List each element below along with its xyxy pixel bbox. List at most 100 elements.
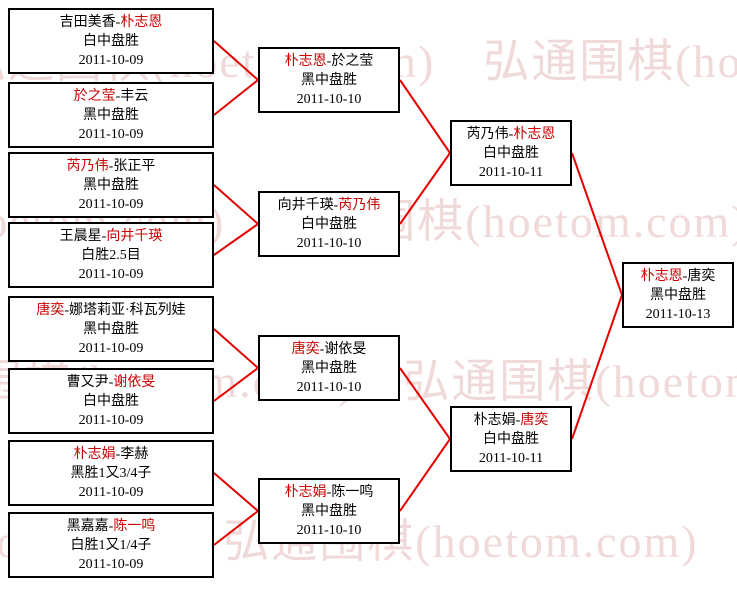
connector-line [213,223,259,256]
player-name: 朴志娟 [284,484,327,500]
match-result: 白中盘胜 [483,145,539,161]
player-name: 黑嘉嘉 [66,518,109,534]
player-name: 朴志娟 [473,412,516,428]
match-box: 唐奕-谢依旻 黑中盘胜 2011-10-10 [258,335,400,401]
match-result: 白中盘胜 [483,431,539,447]
match-date: 2011-10-09 [78,556,144,572]
player-separator: - [515,412,521,428]
player-name: 丰云 [120,88,149,104]
connector-line [399,438,451,512]
player-name: 曹又尹 [66,374,109,390]
match-players: 朴志恩-於之莹 [262,52,396,71]
connector-line [213,184,259,225]
match-date: 2011-10-10 [296,379,362,395]
player-separator: - [682,268,688,284]
match-box: 芮乃伟-张正平 黑中盘胜 2011-10-09 [8,152,214,218]
match-result: 黑中盘胜 [301,503,357,519]
match-players: 芮乃伟-张正平 [12,157,210,176]
player-separator: - [64,302,69,318]
match-players: 朴志娟-陈一鸣 [262,483,396,502]
match-result: 黑中盘胜 [83,321,139,337]
player-name: 谢依旻 [324,341,367,357]
connector-line [399,367,451,440]
player-separator: - [115,446,121,462]
player-name: 芮乃伟 [66,158,109,174]
player-separator: - [115,88,121,104]
match-box: 朴志娟-李赫 黑胜1又3/4子 2011-10-09 [8,440,214,506]
player-name: 芮乃伟 [338,197,381,213]
match-result: 黑中盘胜 [83,107,139,123]
player-separator: - [108,374,114,390]
match-date: 2011-10-09 [78,484,144,500]
player-name: 唐奕 [36,302,65,318]
match-date: 2011-10-10 [296,522,362,538]
connector-line [213,328,259,369]
player-separator: - [508,126,514,142]
player-name: 朴志恩 [513,126,556,142]
match-date: 2011-10-11 [478,450,544,466]
player-separator: - [326,484,332,500]
match-date: 2011-10-09 [78,340,144,356]
player-name: 朴志娟 [73,446,116,462]
player-name: 朴志恩 [284,53,327,69]
match-result: 白中盘胜 [83,33,139,49]
player-name: 陈一鸣 [331,484,374,500]
match-result: 白中盘胜 [301,216,357,232]
match-result: 白中盘胜 [83,393,139,409]
match-date: 2011-10-09 [78,52,144,68]
player-name: 於之莹 [331,53,374,69]
match-date: 2011-10-09 [78,126,144,142]
match-box: 向井千瑛-芮乃伟 白中盘胜 2011-10-10 [258,191,400,257]
match-players: 向井千瑛-芮乃伟 [262,196,396,215]
connector-line [213,510,259,546]
player-name: 於之莹 [73,88,116,104]
player-name: 芮乃伟 [466,126,509,142]
match-box: 王晨星-向井千瑛 白胜2.5目 2011-10-09 [8,222,214,288]
player-name: 张正平 [113,158,156,174]
match-players: 朴志娟-唐奕 [454,411,568,430]
match-result: 白胜2.5目 [81,247,141,263]
connector-line [213,79,259,116]
player-name: 娜塔莉亚·科瓦列娃 [69,302,186,318]
match-box: 曹又尹-谢依旻 白中盘胜 2011-10-09 [8,368,214,434]
player-separator: - [108,158,114,174]
player-separator: - [101,228,107,244]
match-box: 朴志恩-於之莹 黑中盘胜 2011-10-10 [258,47,400,113]
player-name: 向井千瑛 [277,197,334,213]
match-box: 於之莹-丰云 黑中盘胜 2011-10-09 [8,82,214,148]
connector-line [399,79,451,154]
match-box: 朴志恩-唐奕 黑中盘胜 2011-10-13 [622,262,734,328]
match-players: 王晨星-向井千瑛 [12,227,210,246]
player-name: 吉田美香 [59,14,116,30]
match-players: 黑嘉嘉-陈一鸣 [12,517,210,536]
match-date: 2011-10-09 [78,196,144,212]
match-box: 芮乃伟-朴志恩 白中盘胜 2011-10-11 [450,120,572,186]
player-separator: - [333,197,339,213]
match-result: 黑中盘胜 [301,360,357,376]
connector-line [213,472,259,512]
match-players: 於之莹-丰云 [12,87,210,106]
match-players: 芮乃伟-朴志恩 [454,125,568,144]
match-date: 2011-10-13 [645,306,711,322]
match-result: 黑中盘胜 [83,177,139,193]
match-result: 黑中盘胜 [650,287,706,303]
connector-line [213,367,259,402]
match-date: 2011-10-11 [478,164,544,180]
player-name: 唐奕 [687,268,716,284]
connector-line [571,152,623,296]
match-result: 白胜1又1/4子 [70,537,152,553]
player-name: 谢依旻 [113,374,156,390]
player-name: 李赫 [120,446,149,462]
player-separator: - [319,341,325,357]
player-name: 朴志恩 [120,14,163,30]
match-result: 黑胜1又3/4子 [70,465,152,481]
player-name: 唐奕 [520,412,549,428]
player-name: 向井千瑛 [106,228,163,244]
match-players: 唐奕-娜塔莉亚·科瓦列娃 [12,301,210,320]
match-players: 曹又尹-谢依旻 [12,373,210,392]
match-box: 吉田美香-朴志恩 白中盘胜 2011-10-09 [8,8,214,74]
match-date: 2011-10-10 [296,91,362,107]
connector-line [399,152,451,225]
match-box: 朴志娟-陈一鸣 黑中盘胜 2011-10-10 [258,478,400,544]
player-name: 陈一鸣 [113,518,156,534]
